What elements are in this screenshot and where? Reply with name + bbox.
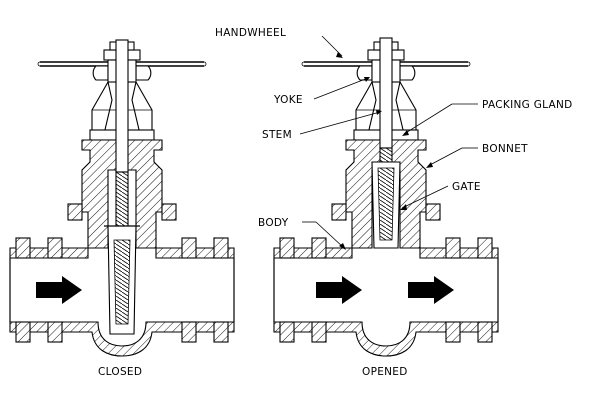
flow-arrow (36, 276, 82, 304)
caption-opened: OPENED (362, 366, 408, 378)
label-body: BODY (258, 217, 289, 229)
flow-arrow-out (408, 276, 454, 304)
caption-closed: CLOSED (98, 366, 142, 378)
label-yoke: YOKE (273, 94, 303, 106)
label-gate: GATE (452, 181, 481, 193)
label-packing-gland: PACKING GLAND (482, 99, 573, 111)
label-handwheel: HANDWHEEL (215, 27, 286, 39)
label-bonnet: BONNET (482, 143, 528, 155)
label-stem: STEM (262, 129, 292, 141)
flow-arrow-in (316, 276, 362, 304)
opened-valve (273, 37, 499, 357)
leader-lines (299, 35, 478, 250)
closed-valve (9, 39, 235, 357)
